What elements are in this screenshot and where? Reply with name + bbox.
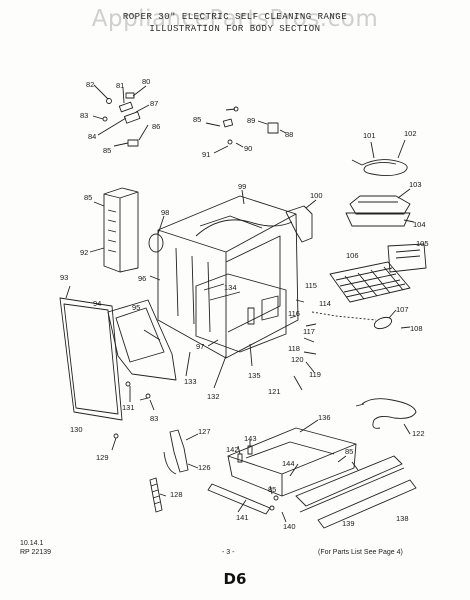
callout-93: 93 xyxy=(60,273,68,282)
callout-82: 82 xyxy=(86,80,94,89)
footer-code-1: 10.14.1 xyxy=(20,540,44,547)
callout-139: 139 xyxy=(342,519,355,528)
bake-element xyxy=(355,398,417,435)
callout-136: 136 xyxy=(318,413,331,422)
callout-85-a: 85 xyxy=(103,146,111,155)
drawer-front-trim xyxy=(295,455,417,529)
callout-85-e: 85 xyxy=(268,485,276,494)
footer-code-2: RP 22139 xyxy=(20,549,52,556)
callout-140: 140 xyxy=(283,522,296,531)
callout-107: 107 xyxy=(396,305,409,314)
callout-141: 141 xyxy=(236,513,249,522)
footer-page-number: - 3 - xyxy=(222,549,235,556)
callout-103: 103 xyxy=(409,180,422,189)
callout-133: 133 xyxy=(184,377,197,386)
callout-129: 129 xyxy=(96,453,109,462)
oven-vent xyxy=(285,199,317,243)
oven-liner xyxy=(195,273,305,353)
drawer-rails xyxy=(207,483,287,523)
callout-80: 80 xyxy=(142,77,150,86)
body-leader-lines xyxy=(143,275,317,391)
drawer-clips xyxy=(237,440,253,463)
broil-element xyxy=(351,139,408,177)
callout-86: 86 xyxy=(152,122,160,131)
callout-135: 135 xyxy=(248,371,261,380)
callout-117: 117 xyxy=(303,327,315,336)
callout-99: 99 xyxy=(238,182,246,191)
terminal-block-parts xyxy=(92,84,150,147)
callout-85-c: 85 xyxy=(84,193,92,202)
callout-84: 84 xyxy=(88,132,96,141)
watermark: AppliancePartsPros.com xyxy=(91,6,379,32)
callout-116-left: 97 xyxy=(196,342,204,351)
diagram-subtitle: ILLUSTRATION FOR BODY SECTION xyxy=(149,24,321,34)
callout-102: 102 xyxy=(404,129,417,138)
callout-81: 81 xyxy=(116,81,124,90)
callout-85-b: 85 xyxy=(193,115,201,124)
callout-85-d: 85 xyxy=(345,447,353,456)
callout-105: 105 xyxy=(416,239,429,248)
callout-116-right: 116 xyxy=(288,309,300,318)
callout-91: 91 xyxy=(202,150,210,159)
callout-100: 100 xyxy=(310,191,323,200)
callout-108: 108 xyxy=(410,324,423,333)
callout-83-top: 83 xyxy=(80,111,88,120)
callout-120: 120 xyxy=(291,355,304,364)
oven-light-lens xyxy=(311,309,411,330)
side-panel xyxy=(89,187,139,273)
callout-118: 118 xyxy=(288,344,300,353)
door-hinge xyxy=(149,429,199,513)
range-cabinet-body xyxy=(148,189,299,359)
callout-144: 144 xyxy=(282,459,295,468)
callout-114: 114 xyxy=(319,299,331,308)
callout-142: 142 xyxy=(226,445,239,454)
callout-104: 104 xyxy=(413,220,426,229)
callout-131: 131 xyxy=(122,403,135,412)
callout-101: 101 xyxy=(363,131,376,140)
callout-96: 96 xyxy=(138,274,146,283)
storage-drawer xyxy=(227,419,357,497)
footer-parts-list-note: (For Parts List See Page 4) xyxy=(318,549,403,556)
callout-127: 127 xyxy=(198,427,211,436)
broiler-pan xyxy=(345,188,415,227)
front-frame xyxy=(107,299,177,381)
oven-door-panel xyxy=(59,285,123,421)
callout-115: 115 xyxy=(305,281,317,290)
switch-parts xyxy=(205,106,287,154)
frame-screws xyxy=(111,381,155,451)
callout-121: 121 xyxy=(268,387,281,396)
oven-rack xyxy=(329,243,427,303)
callout-94: 94 xyxy=(93,299,101,308)
callout-89: 89 xyxy=(247,116,255,125)
callout-119: 119 xyxy=(309,370,321,379)
callout-138: 138 xyxy=(396,514,409,523)
callout-83-bottom: 83 xyxy=(150,414,158,423)
callout-122: 122 xyxy=(412,429,425,438)
callout-87: 87 xyxy=(150,99,158,108)
page-id: D6 xyxy=(223,570,247,588)
callout-98: 98 xyxy=(161,208,169,217)
callout-90: 90 xyxy=(244,144,252,153)
callout-88: 88 xyxy=(285,130,293,139)
callout-126: 126 xyxy=(198,463,211,472)
callout-128: 128 xyxy=(170,490,183,499)
callout-92: 92 xyxy=(80,248,88,257)
callout-134: 134 xyxy=(224,283,237,292)
callout-95: 95 xyxy=(132,303,140,312)
callout-106: 106 xyxy=(346,251,359,260)
diagram-title: ROPER 30" ELECTRIC SELF CLEANING RANGE xyxy=(122,12,348,22)
callout-143: 143 xyxy=(244,434,257,443)
callout-130: 130 xyxy=(70,425,83,434)
callout-132: 132 xyxy=(207,392,220,401)
